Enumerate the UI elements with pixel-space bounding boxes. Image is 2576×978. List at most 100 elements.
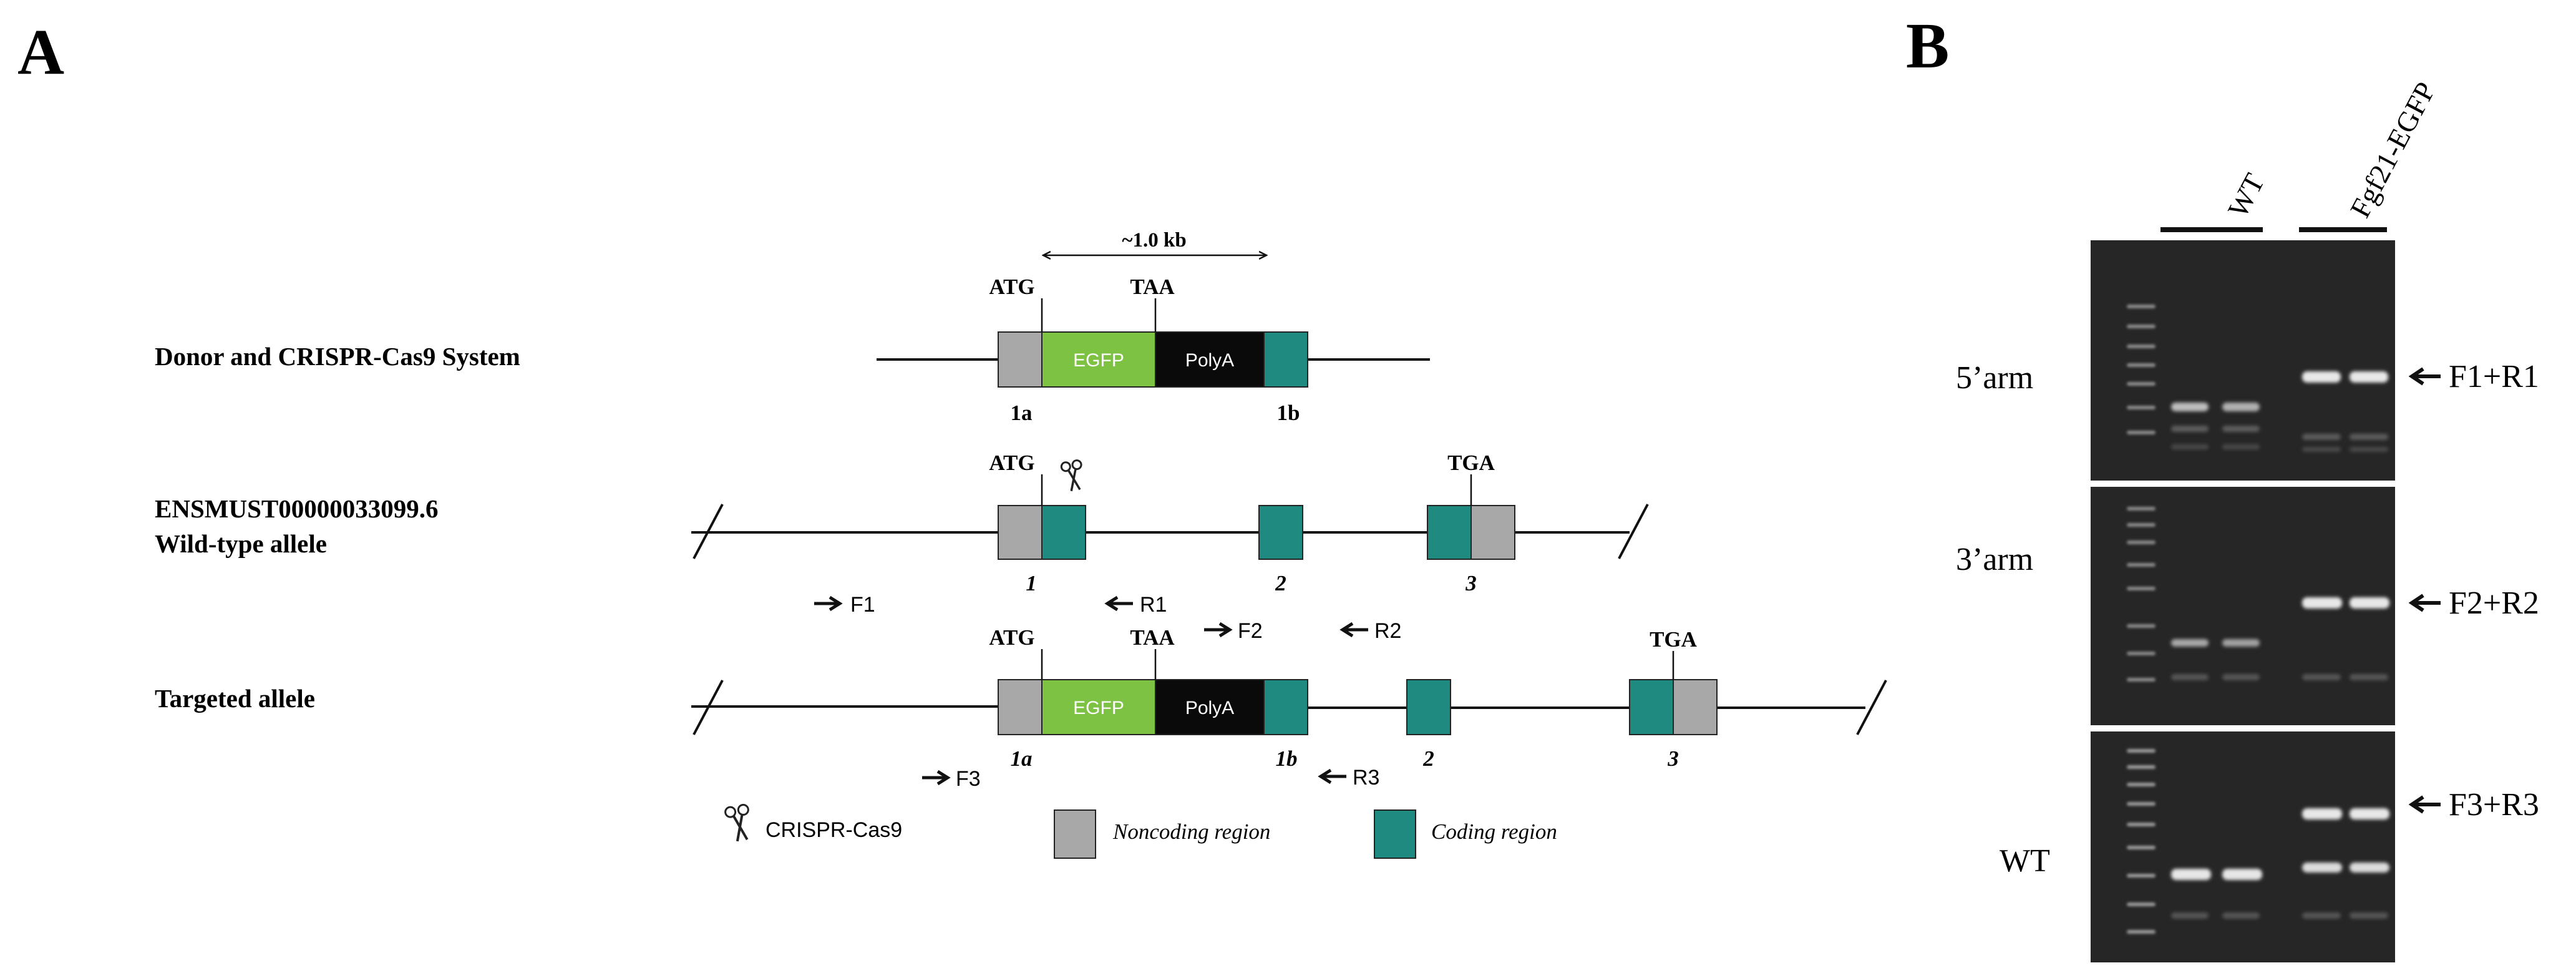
right-label-f2r2: F2+R2 bbox=[2449, 585, 2539, 621]
tg-exon2-coding bbox=[1406, 679, 1451, 735]
gel-wt bbox=[2091, 731, 2395, 962]
band-3arm-tg2 bbox=[2350, 597, 2389, 609]
band-wt-tg2-upper bbox=[2350, 808, 2389, 819]
gel-3arm-background bbox=[2091, 487, 2395, 725]
tg-exon3-label: 3 bbox=[1667, 746, 1679, 771]
donor-egfp-label: EGFP bbox=[1073, 350, 1124, 371]
gel-5arm-background bbox=[2091, 240, 2395, 481]
tg-exon3-noncoding bbox=[1673, 679, 1718, 735]
row-label-5arm: 5’arm bbox=[1956, 360, 2033, 396]
wt-exon2-label: 2 bbox=[1275, 571, 1286, 595]
band-3arm-tg1 bbox=[2302, 597, 2342, 609]
tg-exon3-coding bbox=[1629, 679, 1674, 735]
primer-r3-arrow-icon bbox=[1318, 768, 1346, 785]
primers-targeted: F3 R3 bbox=[922, 766, 1379, 791]
wt-atg-label: ATG bbox=[989, 451, 1034, 475]
band-3arm-wt2 bbox=[2222, 639, 2260, 647]
legend-noncoding-label: Noncoding region bbox=[1112, 819, 1270, 844]
tg-exon1b-label: 1b bbox=[1276, 746, 1298, 771]
tg-exon1a-noncoding bbox=[998, 679, 1043, 735]
tg-egfp-label: EGFP bbox=[1073, 698, 1124, 718]
legend-coding-swatch bbox=[1374, 809, 1416, 859]
legend-crispr-label: CRISPR-Cas9 bbox=[766, 818, 902, 842]
wildtype-allele: ENSMUST00000033099.6 Wild-type allele AT… bbox=[155, 451, 1649, 595]
donor-construct: Donor and CRISPR-Cas9 System ~1.0 kb EGF… bbox=[155, 229, 1430, 425]
right-label-f3r3: F3+R3 bbox=[2449, 787, 2539, 823]
legend-scissors-icon bbox=[724, 803, 749, 842]
band-5arm-tg1 bbox=[2302, 371, 2341, 383]
gel-5arm bbox=[2091, 240, 2395, 481]
wildtype-break-right bbox=[1618, 504, 1649, 559]
arrow-f3r3-icon bbox=[2408, 795, 2441, 814]
wildtype-break-left bbox=[693, 504, 724, 559]
size-label: ~1.0 kb bbox=[1122, 229, 1186, 252]
primer-f3-arrow-icon bbox=[922, 770, 951, 786]
panel-b-label: B bbox=[1906, 10, 1949, 82]
band-3arm-wt1 bbox=[2171, 639, 2209, 647]
primer-f2-arrow-icon bbox=[1204, 622, 1233, 638]
primer-r2-label: R2 bbox=[1374, 619, 1401, 643]
donor-taa-label: TAA bbox=[1130, 275, 1175, 299]
band-wt-wt2 bbox=[2222, 869, 2262, 880]
primer-r3-label: R3 bbox=[1353, 766, 1379, 790]
donor-title: Donor and CRISPR-Cas9 System bbox=[155, 342, 520, 371]
wt-tga-label: TGA bbox=[1447, 451, 1495, 475]
primer-f3-label: F3 bbox=[956, 767, 981, 791]
legend-noncoding-swatch bbox=[1054, 809, 1096, 859]
tg-tga-label: TGA bbox=[1650, 627, 1698, 652]
gel-3arm bbox=[2091, 487, 2395, 725]
primers-wildtype: F1 R1 F2 R2 bbox=[814, 593, 1401, 643]
tg-egfp-box bbox=[1041, 679, 1156, 735]
row-label-3arm: 3’arm bbox=[1956, 542, 2033, 577]
tg-exon1b-coding bbox=[1263, 679, 1308, 735]
arrow-f2r2-icon bbox=[2408, 594, 2441, 612]
primer-f1-label: F1 bbox=[850, 593, 875, 617]
wt-exon1-label: 1 bbox=[1026, 571, 1037, 595]
band-wt-tg2 bbox=[2350, 863, 2389, 873]
donor-egfp-box bbox=[1041, 331, 1156, 388]
ladder-wt bbox=[2127, 749, 2156, 934]
band-wt-tg1-upper bbox=[2302, 808, 2342, 819]
lane-header-fgf21: Fgf21-EGFP bbox=[2344, 77, 2442, 223]
panel-b: B WT Fgf21-EGFP bbox=[1906, 10, 2539, 962]
wt-exon2-coding bbox=[1258, 505, 1303, 560]
tg-taa-label: TAA bbox=[1130, 625, 1175, 650]
panel-a: A Donor and CRISPR-Cas9 System ~1.0 kb E… bbox=[17, 16, 1887, 859]
tg-polya-label: PolyA bbox=[1185, 698, 1234, 718]
legend: CRISPR-Cas9 Noncoding region Coding regi… bbox=[724, 803, 1557, 859]
panel-a-label: A bbox=[17, 16, 64, 88]
ladder-5arm bbox=[2127, 305, 2156, 434]
donor-exon-1a-label: 1a bbox=[1011, 401, 1033, 425]
primer-r1-arrow-icon bbox=[1104, 595, 1133, 612]
lane-header-wt: WT bbox=[2222, 169, 2271, 223]
tg-exon1a-label: 1a bbox=[1011, 746, 1033, 771]
band-wt-wt1 bbox=[2171, 869, 2211, 880]
wt-exon1-noncoding bbox=[998, 505, 1043, 560]
primer-f1-arrow-icon bbox=[814, 595, 843, 612]
primer-r2-arrow-icon bbox=[1339, 622, 1368, 638]
band-wt-tg1 bbox=[2302, 863, 2342, 873]
wt-exon3-label: 3 bbox=[1465, 571, 1477, 595]
donor-atg-label: ATG bbox=[989, 275, 1034, 299]
ladder-3arm bbox=[2127, 507, 2156, 682]
wildtype-title-line2: Wild-type allele bbox=[155, 529, 327, 558]
primer-r1-label: R1 bbox=[1140, 593, 1167, 617]
wt-exon3-coding bbox=[1427, 505, 1472, 560]
targeted-break-right bbox=[1856, 680, 1887, 735]
donor-coding-box bbox=[1263, 331, 1308, 388]
donor-exon-1b-label: 1b bbox=[1277, 401, 1300, 425]
wt-exon3-noncoding bbox=[1470, 505, 1515, 560]
wildtype-title-line1: ENSMUST00000033099.6 bbox=[155, 494, 438, 523]
targeted-allele: Targeted allele EGFP PolyA ATG TAA TGA 1… bbox=[155, 625, 1887, 771]
tg-exon2-label: 2 bbox=[1422, 746, 1434, 771]
donor-noncoding-box bbox=[998, 331, 1043, 388]
targeted-break-left bbox=[693, 680, 724, 735]
wt-exon1-coding bbox=[1041, 505, 1086, 560]
band-5arm-tg2 bbox=[2350, 371, 2388, 383]
scissors-icon bbox=[1060, 459, 1082, 492]
legend-coding-label: Coding region bbox=[1431, 819, 1557, 844]
tg-atg-label: ATG bbox=[989, 625, 1034, 650]
band-5arm-wt1 bbox=[2171, 403, 2209, 411]
donor-polya-label: PolyA bbox=[1185, 350, 1234, 371]
